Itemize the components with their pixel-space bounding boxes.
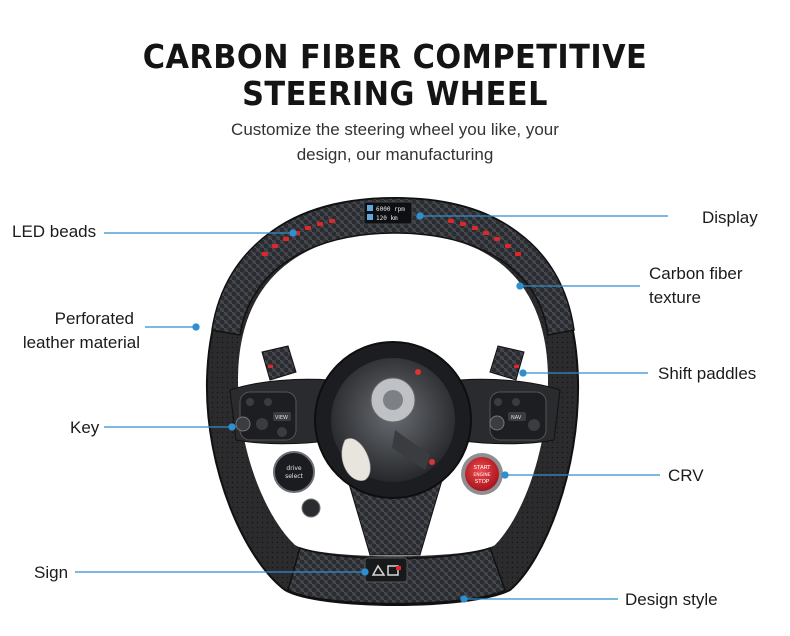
led-beads-left xyxy=(262,219,335,256)
callout-perforated-line-1: Perforated xyxy=(54,309,134,328)
nav-button-label: NAV xyxy=(511,415,522,421)
callout-crv: CRV xyxy=(668,466,704,485)
callout-led-beads: LED beads xyxy=(12,222,97,241)
callout-display: Display xyxy=(702,208,758,227)
rim-display: 6000 rpm 120 km xyxy=(363,201,413,225)
shift-paddle-right xyxy=(489,345,525,381)
callout-perforated-line-2: leather material xyxy=(22,333,140,352)
shift-paddle-left xyxy=(261,345,297,381)
callout-carbon-fiber-line-2: texture xyxy=(649,288,701,307)
callout-sign: Sign xyxy=(34,563,69,582)
view-button-label: VIEW xyxy=(275,415,288,421)
stop-label: STOP xyxy=(475,479,490,485)
page-title-line-1: CARBON FIBER COMPETITIVE xyxy=(142,37,648,76)
page-title-line-2: STEERING WHEEL xyxy=(242,74,548,113)
display-speed: 120 km xyxy=(376,215,398,222)
left-button-cluster: VIEW xyxy=(235,391,297,441)
select-label: select xyxy=(285,473,303,480)
callout-design-style: Design style xyxy=(625,590,718,609)
callout-carbon-fiber-line-1: Carbon fiber xyxy=(649,264,743,283)
callout-shift-paddles: Shift paddles xyxy=(658,364,757,383)
subtitle-line-2: design, our manufacturing xyxy=(296,145,494,164)
led-beads-right xyxy=(448,219,521,256)
right-button-cluster: NAV xyxy=(489,391,547,441)
display-rpm: 6000 rpm xyxy=(376,206,405,213)
sign-badge xyxy=(364,557,408,583)
drive-label: drive xyxy=(286,465,301,472)
drive-select-button: drive select xyxy=(273,451,321,518)
start-stop-button: START ENGINE STOP xyxy=(461,453,503,495)
callout-key: Key xyxy=(70,418,100,437)
start-label: START xyxy=(474,465,492,471)
subtitle-line-1: Customize the steering wheel you like, y… xyxy=(231,120,559,139)
engine-label: ENGINE xyxy=(473,472,490,478)
